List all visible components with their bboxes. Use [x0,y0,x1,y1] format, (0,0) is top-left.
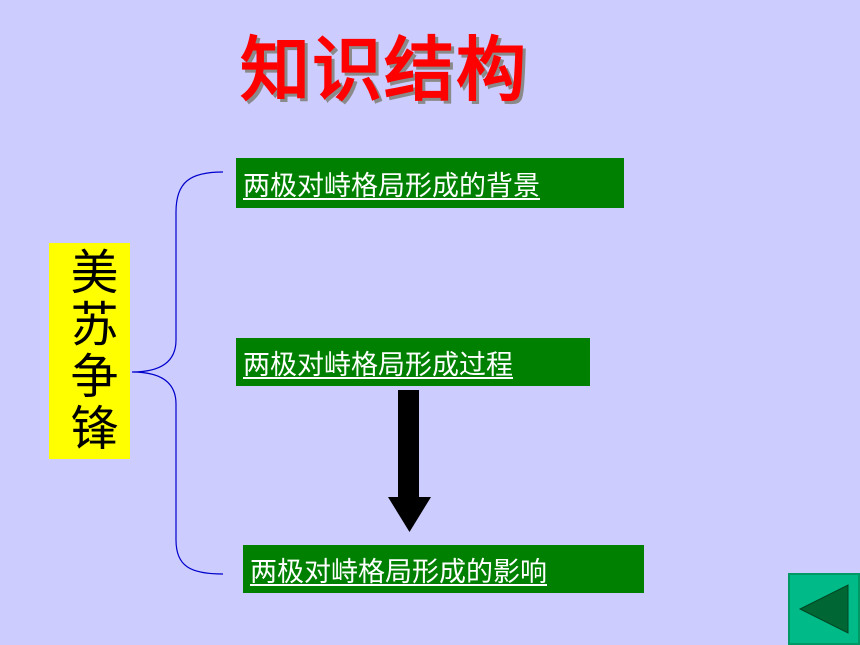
link-impact[interactable]: 两极对峙格局形成的影响 [243,545,644,593]
triangle-left-icon [798,584,849,634]
link-process[interactable]: 两极对峙格局形成过程 [236,338,590,386]
link-process-label[interactable]: 两极对峙格局形成过程 [243,349,513,381]
link-background[interactable]: 两极对峙格局形成的背景 [236,158,624,208]
link-impact-label[interactable]: 两极对峙格局形成的影响 [250,556,547,588]
topic-label: 美苏争锋 [61,247,118,455]
link-background-label[interactable]: 两极对峙格局形成的背景 [243,170,540,202]
back-button[interactable] [788,573,860,645]
slide-title: 知识结构 [240,28,528,111]
down-arrow-icon [388,390,431,532]
topic-label-box: 美苏争锋 [49,243,130,459]
